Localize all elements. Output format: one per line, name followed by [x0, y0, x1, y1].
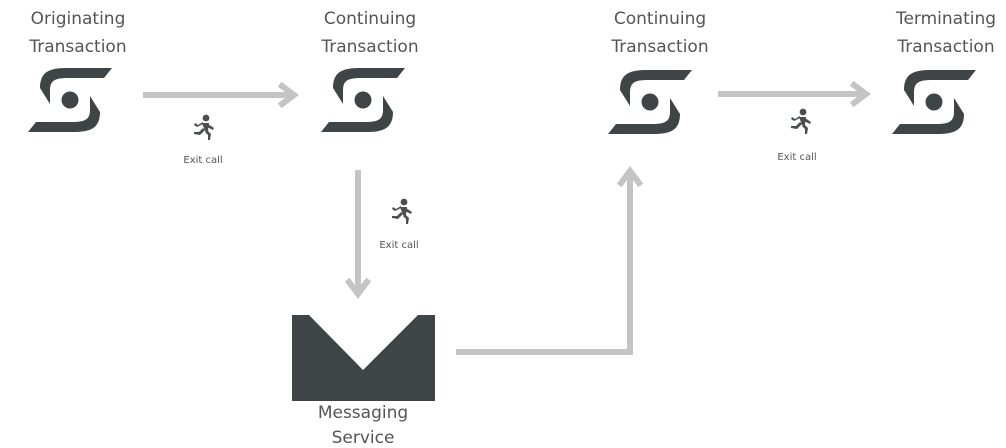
exit-call-2: Exit call: [379, 198, 419, 251]
node-terminating-transaction: Terminating Transaction: [892, 9, 996, 134]
transaction-swirl-icon: [608, 70, 692, 134]
running-person-icon: [392, 198, 412, 224]
node-continuing-transaction-1: Continuing Transaction: [320, 9, 419, 132]
node-label-line2: Transaction: [610, 37, 708, 57]
node-label-line2: Transaction: [896, 37, 994, 57]
node-label-line1: Continuing: [324, 9, 416, 29]
node-label-line1: Originating: [31, 9, 126, 29]
running-person-icon: [194, 114, 214, 140]
node-label-line2: Transaction: [28, 37, 126, 57]
exit-call-label: Exit call: [777, 152, 816, 163]
exit-call-label: Exit call: [183, 155, 222, 166]
transaction-swirl-icon: [892, 70, 976, 134]
exit-call-1: Exit call: [183, 114, 223, 166]
arrow-continuing-to-terminating: [718, 80, 871, 108]
arrow-messaging-to-continuing: [456, 166, 644, 355]
exit-call-label: Exit call: [379, 240, 418, 251]
node-label-line2: Service: [332, 428, 395, 448]
node-label-line1: Messaging: [318, 403, 408, 423]
arrow-originating-to-continuing: [143, 81, 299, 109]
transaction-swirl-icon: [28, 68, 112, 132]
exit-call-3: Exit call: [777, 108, 817, 163]
node-continuing-transaction-2: Continuing Transaction: [608, 9, 709, 134]
running-person-icon: [791, 108, 811, 134]
node-originating-transaction: Originating Transaction: [28, 9, 127, 132]
node-label-line1: Continuing: [614, 9, 706, 29]
arrow-continuing-to-messaging: [344, 170, 372, 299]
transaction-swirl-icon: [321, 68, 405, 132]
node-messaging-service: Messaging Service: [292, 315, 435, 448]
node-label-line2: Transaction: [320, 37, 418, 57]
node-label-line1: Terminating: [895, 9, 996, 29]
envelope-icon: [292, 315, 435, 401]
